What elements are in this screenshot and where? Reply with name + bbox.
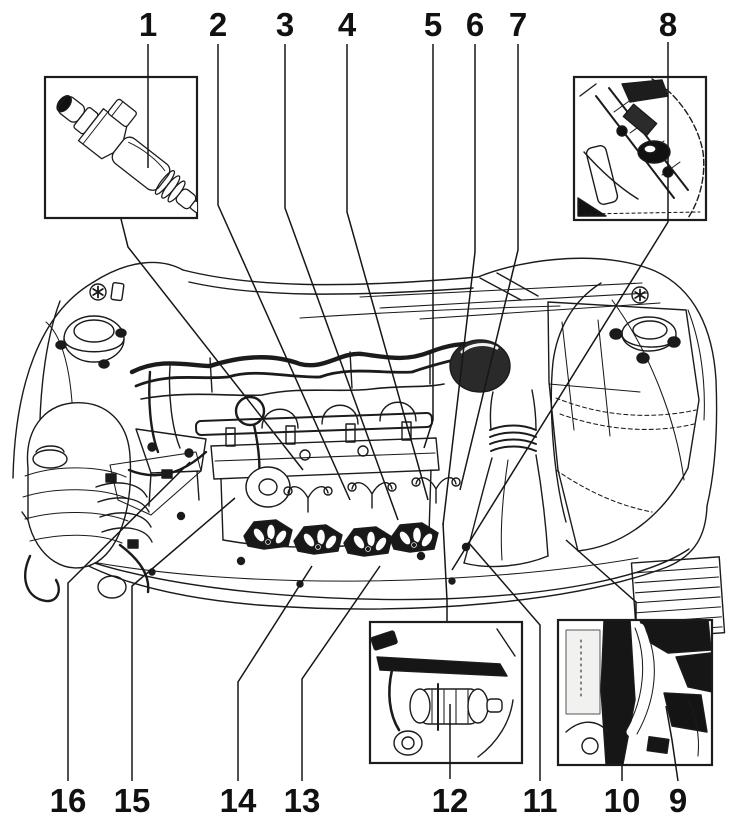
leader-8 [451, 42, 669, 571]
leader-9 [665, 705, 679, 782]
leader-7 [459, 44, 519, 491]
leader-14 [237, 565, 313, 781]
leader-6 [442, 44, 476, 526]
leader-3 [284, 44, 399, 521]
leader-11 [467, 541, 541, 781]
callout-labels: 1 2 3 4 5 6 7 8 16 15 14 13 12 11 10 9 [50, 6, 688, 818]
callout-label-7: 7 [509, 6, 527, 43]
leader-13 [301, 565, 381, 781]
callout-label-4: 4 [338, 6, 357, 43]
fuel-lines [129, 341, 492, 454]
callout-label-8: 8 [659, 6, 677, 43]
callout-label-15: 15 [114, 782, 151, 818]
inset-chassis-detail [572, 75, 708, 222]
inset-fuel-injector [43, 75, 199, 220]
leader-1b [120, 218, 304, 471]
callout-label-3: 3 [276, 6, 294, 43]
callout-label-5: 5 [424, 6, 442, 43]
callout-label-16: 16 [50, 782, 87, 818]
leader-16 [67, 461, 191, 781]
callout-label-10: 10 [604, 782, 641, 818]
leader-d-top [565, 539, 637, 621]
leader-5 [423, 44, 434, 449]
callout-label-1: 1 [139, 6, 157, 43]
coolant-expansion-tank [22, 402, 208, 603]
callout-label-14: 14 [220, 782, 257, 818]
inset-underbody-detail [556, 618, 714, 767]
leader-4 [346, 44, 429, 501]
leader-2 [217, 44, 351, 501]
callout-label-13: 13 [284, 782, 321, 818]
right-strut-tower [555, 286, 705, 430]
engine-assembly [135, 395, 471, 566]
callout-label-11: 11 [523, 782, 558, 818]
inset-fuel-filter [368, 620, 524, 765]
intake-duct [449, 339, 549, 568]
callout-label-9: 9 [669, 782, 687, 818]
leader-12a [442, 522, 448, 621]
callout-label-2: 2 [209, 6, 227, 43]
left-strut-tower [55, 281, 127, 369]
leader-lines [67, 42, 679, 782]
leader-15 [131, 497, 236, 781]
callout-label-6: 6 [466, 6, 484, 43]
callout-label-12: 12 [432, 782, 469, 818]
